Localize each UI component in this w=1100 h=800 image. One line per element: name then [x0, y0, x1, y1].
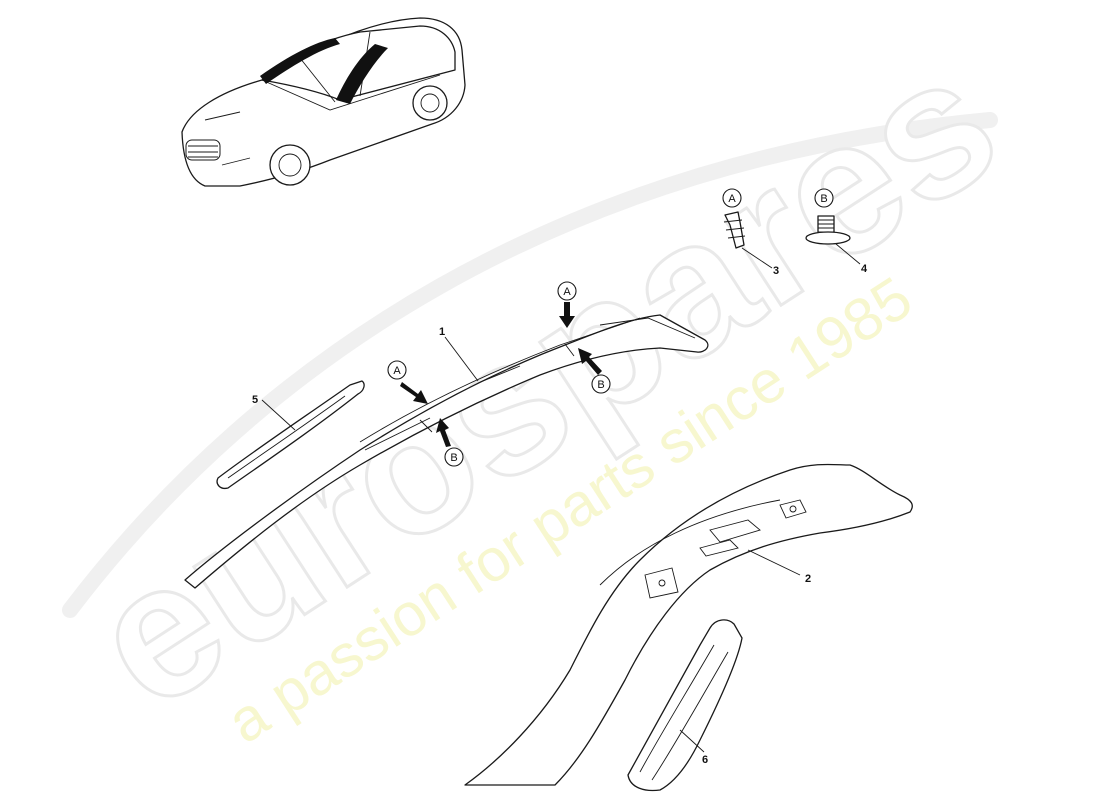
marker-b-left: B — [444, 447, 464, 467]
svg-text:B: B — [597, 379, 604, 391]
letter-markers: A B A B A B — [387, 188, 834, 467]
part-1-roof-rail-trim — [184, 314, 709, 589]
part-5-trim-strip — [216, 380, 365, 490]
arrow-b-left — [436, 418, 451, 447]
svg-text:B: B — [450, 452, 457, 464]
fastener-4-screw — [805, 215, 851, 245]
marker-b-screw: B — [814, 188, 834, 208]
callout-6: 6 — [702, 754, 708, 766]
car-front-wheel — [269, 144, 311, 186]
svg-text:A: A — [393, 365, 401, 377]
callout-2: 2 — [805, 573, 811, 585]
watermark-swoosh — [62, 112, 998, 618]
svg-text:B: B — [820, 193, 827, 205]
callout-3: 3 — [773, 265, 779, 277]
arrow-b-right — [578, 348, 602, 375]
marker-a-clip: A — [722, 188, 742, 208]
part-2-a-pillar-trim — [464, 463, 913, 786]
car-grille — [185, 139, 221, 161]
arrow-a-left — [400, 382, 428, 404]
fitting-arrows — [400, 302, 602, 447]
callout-4: 4 — [861, 263, 868, 275]
car-rear-wheel — [412, 85, 448, 121]
arrow-a-right — [559, 302, 575, 328]
callout-1: 1 — [439, 326, 445, 338]
marker-b-right: B — [591, 374, 611, 394]
callout-5: 5 — [252, 394, 258, 406]
marker-a-left: A — [387, 360, 407, 380]
svg-text:A: A — [728, 193, 736, 205]
marker-a-right: A — [557, 281, 577, 301]
leader-lines — [261, 243, 861, 753]
callout-numbers: 1 2 3 4 5 6 — [252, 263, 868, 766]
part-6-pillar-insert — [627, 619, 743, 792]
svg-text:A: A — [563, 286, 571, 298]
fastener-3-clip — [723, 211, 746, 249]
car-illustration — [181, 17, 466, 187]
